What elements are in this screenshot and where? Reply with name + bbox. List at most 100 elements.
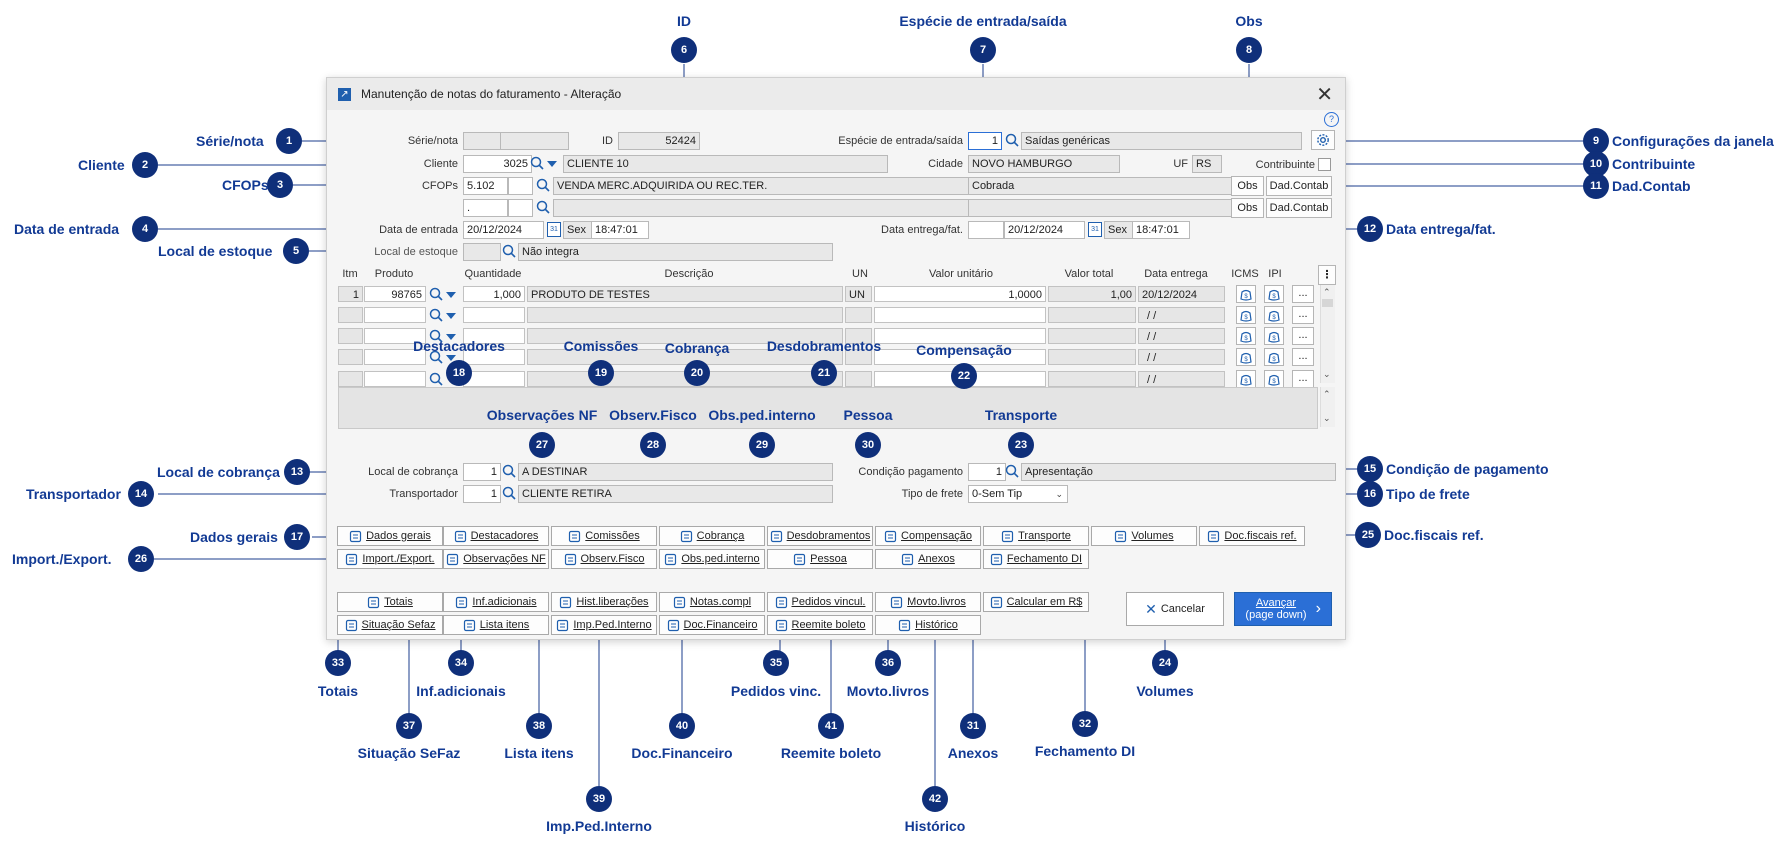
data-entrega-field[interactable]: 20/12/2024 <box>1004 221 1085 239</box>
row1-quantidade[interactable]: 1,000 <box>463 286 525 302</box>
row2-search-icon[interactable] <box>429 308 443 322</box>
cfop1-search-icon[interactable] <box>536 178 550 192</box>
help-icon[interactable]: ? <box>1324 112 1339 127</box>
row2-data-entrega[interactable]: / / <box>1138 307 1225 323</box>
row3-ipi-icon[interactable]: $ <box>1264 327 1284 345</box>
cfop1-code-field[interactable]: 5.102 <box>463 177 508 195</box>
row3-quantidade[interactable] <box>463 328 525 344</box>
tab-fechamento-di[interactable]: Fechamento DI <box>983 549 1089 569</box>
tab-lista-itens[interactable]: Lista itens <box>443 615 549 635</box>
cliente-code-field[interactable]: 3025 <box>463 155 532 173</box>
row1-ipi-icon[interactable]: $ <box>1264 285 1284 303</box>
row1-more-button[interactable]: ... <box>1292 285 1314 303</box>
row4-dropdown-icon[interactable] <box>446 355 456 361</box>
contribuinte-checkbox[interactable] <box>1318 158 1331 171</box>
obs2-button[interactable]: Obs <box>1231 198 1264 218</box>
tab-pessoa[interactable]: Pessoa <box>767 549 873 569</box>
row2-more-button[interactable]: ... <box>1292 306 1314 324</box>
row1-valor-unitario[interactable]: 1,0000 <box>874 286 1046 302</box>
row2-produto[interactable] <box>364 307 426 323</box>
cliente-search-icon[interactable] <box>530 156 544 170</box>
next-button[interactable]: Avançar (page down) › <box>1234 592 1332 626</box>
row2-dropdown-icon[interactable] <box>446 313 456 319</box>
condicao-code-field[interactable]: 1 <box>968 463 1006 481</box>
tab-reemite-boleto[interactable]: Reemite boleto <box>767 615 873 635</box>
row4-icms-icon[interactable]: $ <box>1236 348 1256 366</box>
cancel-button[interactable]: ✕Cancelar <box>1126 592 1224 626</box>
data-entrega-prefix-field[interactable] <box>968 221 1004 239</box>
close-icon[interactable]: ✕ <box>1316 84 1333 106</box>
tab-comissoes[interactable]: Comissões <box>551 526 657 546</box>
condicao-search-icon[interactable] <box>1005 464 1019 478</box>
row5-ipi-icon[interactable]: $ <box>1264 370 1284 388</box>
row4-quantidade[interactable] <box>463 349 525 365</box>
tab-historico[interactable]: Histórico <box>875 615 981 635</box>
tab-situacao-sefaz[interactable]: Situação Sefaz <box>337 615 443 635</box>
dadcontab1-button[interactable]: Dad.Contab <box>1266 176 1332 196</box>
calendar-icon[interactable]: 31 <box>547 222 561 237</box>
row4-more-button[interactable]: ... <box>1292 348 1314 366</box>
local-estoque-code-field[interactable] <box>463 243 501 261</box>
tab-volumes[interactable]: Volumes <box>1091 526 1197 546</box>
tab-movto-livros[interactable]: Movto.livros <box>875 592 981 612</box>
tab-observ-fisco[interactable]: Observ.Fisco <box>551 549 657 569</box>
id-field[interactable]: 52424 <box>618 132 700 150</box>
row5-icms-icon[interactable]: $ <box>1236 370 1256 388</box>
row4-search-icon[interactable] <box>429 350 443 364</box>
row1-search-icon[interactable] <box>429 287 443 301</box>
item-notes-area[interactable] <box>338 387 1318 429</box>
row1-dropdown-icon[interactable] <box>446 292 456 298</box>
tab-doc-financeiro[interactable]: Doc.Financeiro <box>659 615 765 635</box>
tab-imp-ped-interno[interactable]: Imp.Ped.Interno <box>551 615 657 635</box>
dadcontab2-button[interactable]: Dad.Contab <box>1266 198 1332 218</box>
tab-dados-gerais[interactable]: Dados gerais <box>337 526 443 546</box>
tab-transporte[interactable]: Transporte <box>983 526 1089 546</box>
row1-data-entrega[interactable]: 20/12/2024 <box>1138 286 1225 302</box>
row2-quantidade[interactable] <box>463 307 525 323</box>
row4-ipi-icon[interactable]: $ <box>1264 348 1284 366</box>
row5-quantidade[interactable] <box>463 371 525 387</box>
nota-field[interactable] <box>500 132 569 150</box>
row5-data-entrega[interactable]: / / <box>1138 371 1225 387</box>
row3-dropdown-icon[interactable] <box>446 334 456 340</box>
grid-scrollbar[interactable]: ⌃ ⌄ <box>1320 285 1335 383</box>
tab-obs-ped-interno[interactable]: Obs.ped.interno <box>659 549 765 569</box>
window-settings-button[interactable] <box>1311 130 1335 150</box>
cfop2-search-icon[interactable] <box>536 200 550 214</box>
row5-more-button[interactable]: ... <box>1292 370 1314 388</box>
tab-hist-liberacoes[interactable]: Hist.liberações <box>551 592 657 612</box>
tab-compensacao[interactable]: Compensação <box>875 526 981 546</box>
transportador-search-icon[interactable] <box>502 486 516 500</box>
row4-produto[interactable] <box>364 349 426 365</box>
hora-entrega-field[interactable]: 18:47:01 <box>1132 221 1190 239</box>
tab-anexos[interactable]: Anexos <box>875 549 981 569</box>
tab-inf-adicionais[interactable]: Inf.adicionais <box>443 592 549 612</box>
tab-doc-fiscais-ref[interactable]: Doc.fiscais ref. <box>1199 526 1305 546</box>
tab-pedidos-vincul[interactable]: Pedidos vincul. <box>767 592 873 612</box>
data-entrada-field[interactable]: 20/12/2024 <box>463 221 544 239</box>
serie-field[interactable] <box>463 132 501 150</box>
row3-icms-icon[interactable]: $ <box>1236 327 1256 345</box>
row4-data-entrega[interactable]: / / <box>1138 349 1225 365</box>
row1-produto[interactable]: 98765 <box>364 286 426 302</box>
especie-code-field[interactable]: 1 <box>968 132 1002 150</box>
row3-valor-unitario[interactable] <box>874 328 1046 344</box>
cfop2-code-field[interactable]: . <box>463 199 508 217</box>
local-estoque-search-icon[interactable] <box>502 244 516 258</box>
especie-search-icon[interactable] <box>1005 133 1019 147</box>
cfop1-variant-field[interactable] <box>508 177 533 195</box>
tipo-frete-select[interactable]: 0-Sem Tip ⌄ <box>968 485 1068 503</box>
row2-ipi-icon[interactable]: $ <box>1264 306 1284 324</box>
row3-data-entrega[interactable]: / / <box>1138 328 1225 344</box>
tab-cobranca[interactable]: Cobrança <box>659 526 765 546</box>
cfop2-variant-field[interactable] <box>508 199 533 217</box>
row3-search-icon[interactable] <box>429 329 443 343</box>
tab-import-export[interactable]: Import./Export. <box>337 549 443 569</box>
tab-desdobramentos[interactable]: Desdobramentos <box>767 526 873 546</box>
hora-entrada-field[interactable]: 18:47:01 <box>591 221 649 239</box>
notes-scrollbar[interactable]: ⌃ ⌄ <box>1320 387 1335 427</box>
row2-valor-unitario[interactable] <box>874 307 1046 323</box>
tab-destacadores[interactable]: Destacadores <box>443 526 549 546</box>
row5-search-icon[interactable] <box>429 372 443 386</box>
row2-icms-icon[interactable]: $ <box>1236 306 1256 324</box>
